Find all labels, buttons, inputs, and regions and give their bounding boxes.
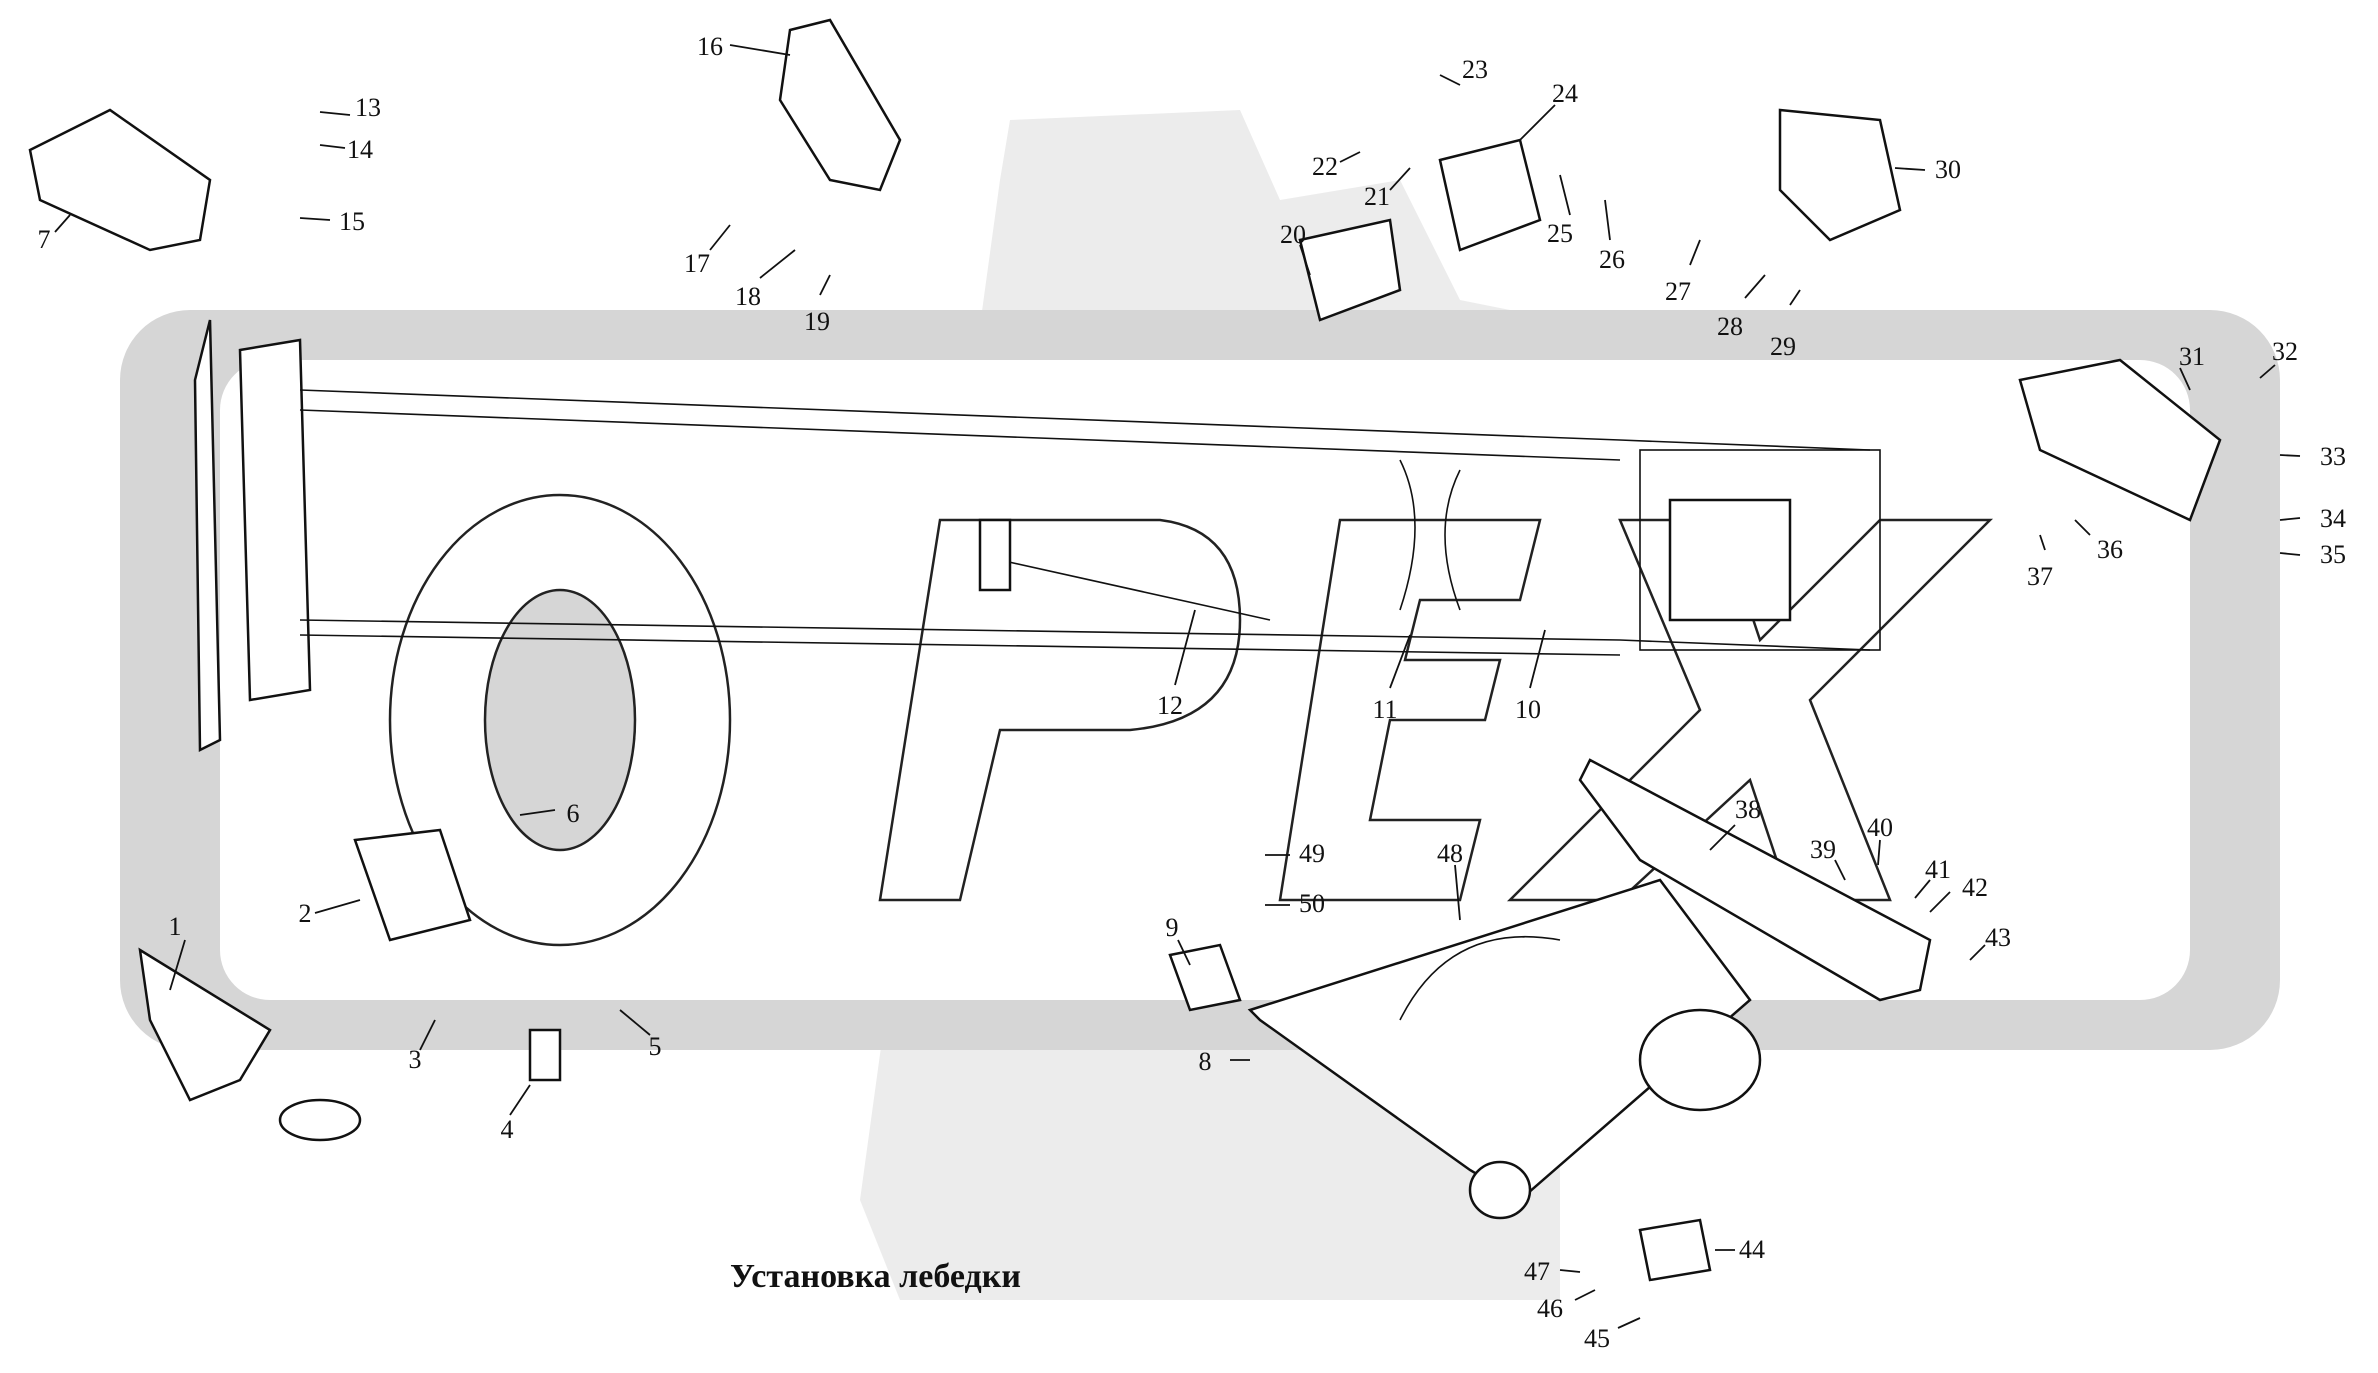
callout-47: 47 (1524, 1257, 1550, 1286)
callout-40: 40 (1867, 813, 1893, 842)
frame-assembly (193, 319, 1881, 753)
callout-48: 48 (1437, 839, 1463, 868)
callout-39: 39 (1810, 835, 1836, 864)
callout-44: 44 (1739, 1235, 1765, 1264)
callout-11: 11 (1372, 695, 1397, 724)
callout-14: 14 (347, 135, 373, 164)
winch-unit (1247, 878, 1762, 1220)
callout-22: 22 (1312, 152, 1338, 181)
callout-29: 29 (1770, 332, 1796, 361)
callout-35: 35 (2320, 540, 2346, 569)
bumper (1578, 758, 1932, 1002)
callout-31: 31 (2179, 342, 2205, 371)
callout-37: 37 (2027, 562, 2053, 591)
callout-8: 8 (1199, 1047, 1212, 1076)
callout-9: 9 (1166, 913, 1179, 942)
callout-7: 7 (38, 225, 51, 254)
callout-34: 34 (2320, 504, 2346, 533)
callout-36: 36 (2097, 535, 2123, 564)
callout-2: 2 (299, 899, 312, 928)
callout-10: 10 (1515, 695, 1541, 724)
callout-6: 6 (567, 799, 580, 828)
callout-38: 38 (1735, 795, 1761, 824)
callout-41: 41 (1925, 855, 1951, 884)
callout-26: 26 (1599, 245, 1625, 274)
diagram-title: Установка лебедки (730, 1258, 1021, 1295)
callout-20: 20 (1280, 220, 1306, 249)
parts (28, 18, 2222, 1282)
callout-18: 18 (735, 282, 761, 311)
callout-21: 21 (1364, 182, 1390, 211)
callout-16: 16 (697, 32, 723, 61)
callout-25: 25 (1547, 219, 1573, 248)
callout-23: 23 (1462, 55, 1488, 84)
callout-13: 13 (355, 93, 381, 122)
callout-3: 3 (409, 1045, 422, 1074)
callout-27: 27 (1665, 277, 1691, 306)
callout-5: 5 (649, 1032, 662, 1061)
callout-49: 49 (1299, 839, 1325, 868)
callouts: 1 2 3 4 5 6 7 8 9 10 11 12 13 14 15 16 1 (38, 32, 2347, 1353)
callout-32: 32 (2272, 337, 2298, 366)
callout-46: 46 (1537, 1294, 1563, 1323)
callout-1: 1 (169, 912, 182, 941)
callout-33: 33 (2320, 442, 2346, 471)
callout-28: 28 (1717, 312, 1743, 341)
callout-19: 19 (804, 307, 830, 336)
callout-24: 24 (1552, 79, 1578, 108)
callout-30: 30 (1935, 155, 1961, 184)
callout-45: 45 (1584, 1324, 1610, 1353)
callout-4: 4 (501, 1115, 514, 1144)
callout-17: 17 (684, 249, 710, 278)
callout-42: 42 (1962, 873, 1988, 902)
callout-12: 12 (1157, 691, 1183, 720)
callout-43: 43 (1985, 923, 2011, 952)
watermark (120, 110, 2280, 1300)
callout-15: 15 (339, 207, 365, 236)
callout-50: 50 (1299, 889, 1325, 918)
